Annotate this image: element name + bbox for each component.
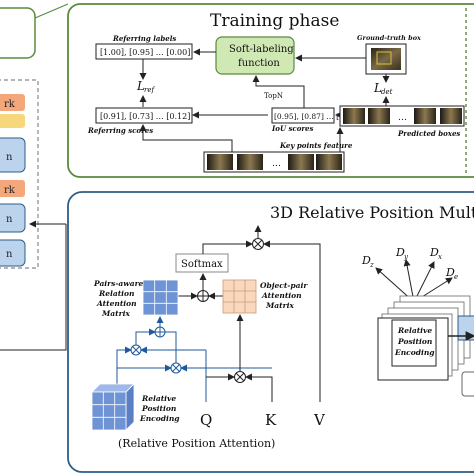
iou-scores-box bbox=[271, 107, 335, 124]
iou-scores-values: [0.95], [0.87] … [0.20] bbox=[274, 112, 359, 121]
training-title: Training phase bbox=[210, 11, 339, 31]
iou-scores-caption: IoU scores bbox=[271, 124, 313, 133]
rpe-cube bbox=[91, 383, 135, 431]
left-return-line bbox=[0, 224, 67, 351]
rpe-line-3: Encoding bbox=[139, 414, 180, 423]
arrow-rpe-to-mult1 bbox=[116, 346, 132, 385]
k-label: K bbox=[265, 411, 277, 429]
l-det-subscript: det bbox=[381, 88, 393, 96]
predicted-box-1 bbox=[343, 108, 365, 124]
predicted-box-2 bbox=[368, 108, 390, 124]
left-panel: rk n rk n n bbox=[0, 3, 69, 351]
l-ref-subscript: ref bbox=[144, 86, 155, 94]
predicted-boxes-caption: Predicted boxes bbox=[397, 129, 460, 138]
pairs-aware-line-4: Matrix bbox=[101, 309, 130, 318]
keypoints-img-2 bbox=[237, 154, 263, 170]
predicted-ellipsis: … bbox=[398, 113, 407, 123]
rpe-box-line-3: Encoding bbox=[394, 348, 435, 357]
arrow-v-to-top bbox=[263, 240, 321, 402]
l-ref-symbol: L bbox=[136, 79, 145, 93]
predicted-box-4 bbox=[440, 108, 462, 124]
soft-labeling-line-1: Soft-labeling bbox=[229, 44, 294, 55]
left-label-n-1: n bbox=[6, 152, 13, 163]
left-label-rk-1: rk bbox=[4, 99, 16, 110]
keypoints-img-4 bbox=[316, 154, 342, 170]
arrow-iou-to-soft bbox=[252, 75, 305, 110]
predicted-box-3 bbox=[414, 108, 436, 124]
object-pair-matrix-grid bbox=[222, 279, 257, 314]
rpe-box-line-2: Position bbox=[397, 337, 432, 346]
q-label: Q bbox=[200, 411, 212, 429]
attention-caption: (Relative Position Attention) bbox=[118, 437, 275, 450]
keypoints-img-1 bbox=[207, 154, 233, 170]
dy-subscript: y bbox=[403, 253, 409, 261]
soft-labeling-function-box bbox=[215, 36, 295, 75]
left-blue-block-3 bbox=[0, 239, 26, 267]
left-label-n-3: n bbox=[6, 249, 13, 260]
gt-box-caption: Ground-truth box bbox=[357, 34, 421, 42]
left-dashed-box bbox=[0, 79, 39, 269]
left-top-box bbox=[0, 7, 36, 59]
softmax-box bbox=[175, 253, 229, 273]
dx-symbol: D bbox=[429, 246, 439, 259]
training-panel: Training phase Referring labels [1.00], … bbox=[67, 3, 474, 178]
left-yellow-block bbox=[0, 114, 25, 128]
connector-line bbox=[34, 3, 69, 19]
gt-box-image bbox=[371, 48, 401, 70]
gt-box-highlight bbox=[376, 51, 392, 65]
arrow-k-to-qk bbox=[245, 373, 273, 402]
object-pair-line-3: Matrix bbox=[265, 301, 294, 310]
left-label-n-2: n bbox=[6, 214, 13, 225]
dx-subscript: x bbox=[438, 253, 442, 261]
pairs-aware-line-2: Relation bbox=[98, 289, 134, 298]
dy-symbol: D bbox=[395, 246, 405, 259]
pairs-aware-matrix-grid bbox=[142, 279, 179, 316]
rpe-box-line-1: Relative bbox=[397, 326, 432, 335]
de-symbol: D bbox=[445, 266, 455, 279]
referring-labels-values: [1.00], [0.95] … [0.00] bbox=[100, 48, 190, 57]
training-frame bbox=[67, 3, 474, 178]
right-partial-card bbox=[461, 371, 474, 397]
rpe-encoding-box bbox=[391, 319, 437, 367]
referring-scores-box bbox=[95, 107, 193, 124]
dz-symbol: D bbox=[361, 254, 371, 267]
left-label-rk-2: rk bbox=[4, 185, 16, 196]
referring-labels-box bbox=[95, 43, 193, 60]
keypoints-caption: Key points feature bbox=[279, 141, 353, 150]
attention-frame bbox=[67, 191, 474, 473]
keypoints-ellipsis: … bbox=[272, 159, 281, 169]
softmax-label: Softmax bbox=[181, 259, 223, 270]
pairs-aware-line-1: Pairs-aware bbox=[93, 279, 144, 288]
pairs-aware-line-3: Attention bbox=[96, 299, 137, 308]
arrow-mult1-to-plus bbox=[135, 328, 156, 345]
arrow-mult2-to-plus bbox=[165, 331, 177, 363]
referring-labels-caption: Referring labels bbox=[112, 34, 176, 43]
left-orange-block-2 bbox=[0, 180, 25, 197]
keypoints-img-3 bbox=[288, 154, 314, 170]
rpe-line-1: Relative bbox=[141, 394, 176, 403]
attention-title: 3D Relative Position Multi-he bbox=[270, 203, 474, 222]
object-pair-line-2: Attention bbox=[261, 291, 302, 300]
soft-labeling-line-2: function bbox=[238, 58, 280, 69]
referring-scores-values: [0.91], [0.73] … [0.12] bbox=[100, 112, 190, 121]
left-orange-block-1 bbox=[0, 94, 25, 111]
attention-panel: 3D Relative Position Multi-he Softmax Pa… bbox=[67, 191, 474, 473]
dz-subscript: z bbox=[369, 261, 374, 269]
arrow-softmax-to-top bbox=[202, 240, 253, 254]
topn-label: TopN bbox=[264, 92, 283, 100]
v-label: V bbox=[313, 411, 326, 429]
left-blue-block-2 bbox=[0, 203, 26, 233]
rpe-line-2: Position bbox=[141, 404, 176, 413]
de-subscript: e bbox=[454, 273, 458, 281]
object-pair-line-1: Object-pair bbox=[260, 281, 308, 290]
l-det-symbol: L bbox=[373, 81, 382, 95]
referring-scores-caption: Referring scores bbox=[87, 126, 153, 135]
arrow-kp-to-scores bbox=[139, 124, 233, 152]
left-blue-block-1 bbox=[0, 137, 26, 173]
